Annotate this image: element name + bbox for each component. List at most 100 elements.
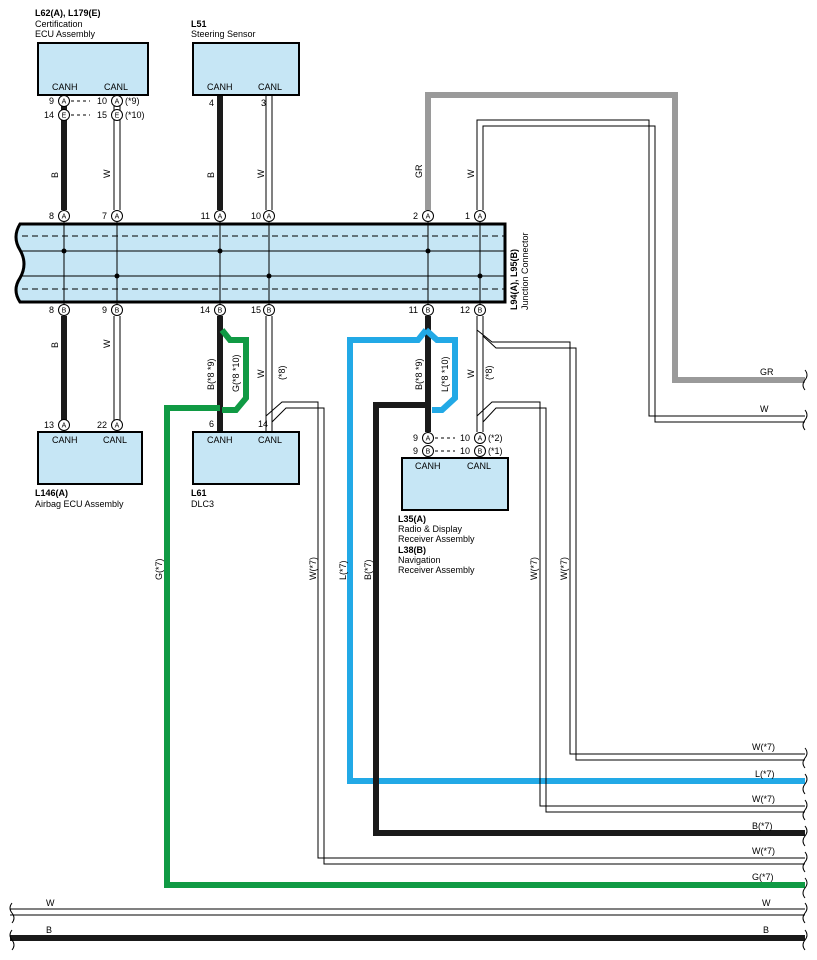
svg-text:G(*7): G(*7) — [752, 872, 774, 882]
svg-text:15: 15 — [251, 305, 261, 315]
svg-text:9: 9 — [49, 96, 54, 106]
svg-text:B: B — [62, 308, 67, 315]
svg-text:B: B — [426, 308, 431, 315]
svg-text:A: A — [478, 214, 483, 221]
svg-text:15: 15 — [97, 110, 107, 120]
svg-text:B: B — [218, 308, 223, 315]
svg-text:B: B — [115, 308, 120, 315]
svg-text:4: 4 — [209, 98, 214, 108]
svg-text:W: W — [466, 369, 476, 378]
svg-text:W(*7): W(*7) — [529, 557, 539, 580]
svg-text:W: W — [102, 339, 112, 348]
svg-text:A: A — [62, 423, 67, 430]
wire-black-b7 — [373, 402, 805, 836]
airbag-ecu-box: CANH CANL — [37, 431, 143, 485]
wire-w-top — [476, 119, 805, 423]
svg-text:(*8): (*8) — [484, 365, 494, 380]
svg-text:14: 14 — [44, 110, 54, 120]
cert-line1: Certification — [35, 19, 83, 29]
svg-text:CANL: CANL — [103, 435, 127, 445]
svg-text:B(*7): B(*7) — [752, 821, 773, 831]
dlc3-code: L61 — [191, 488, 207, 498]
svg-text:B: B — [206, 172, 216, 178]
svg-text:CANL: CANL — [258, 435, 282, 445]
svg-text:CANH: CANH — [415, 461, 441, 471]
wire-blue-jumper — [423, 327, 458, 413]
pin-markers: A A E E A A A A A A B B B B B B A A A A … — [58, 95, 486, 457]
svg-text:A: A — [62, 99, 67, 106]
svg-text:B: B — [267, 308, 272, 315]
svg-text:A: A — [115, 214, 120, 221]
dlc3-box: CANH CANL — [192, 431, 300, 485]
radio-code2: L38(B) — [398, 545, 426, 555]
svg-text:CANH: CANH — [52, 435, 78, 445]
svg-text:L(*7): L(*7) — [755, 769, 775, 779]
wire-blue-l7 — [347, 328, 805, 784]
svg-text:B(*7): B(*7) — [363, 559, 373, 580]
svg-text:7: 7 — [102, 211, 107, 221]
svg-text:W: W — [46, 898, 55, 908]
airbag-code: L146(A) — [35, 488, 68, 498]
svg-text:10: 10 — [251, 211, 261, 221]
steer-line1: Steering Sensor — [191, 29, 256, 39]
svg-text:A: A — [426, 436, 431, 443]
svg-text:L(*7): L(*7) — [338, 560, 348, 580]
svg-text:B: B — [426, 449, 431, 456]
svg-text:W: W — [256, 369, 266, 378]
svg-text:W: W — [102, 169, 112, 178]
cert-ecu-box: CANH CANL — [37, 42, 149, 96]
svg-text:B(*8 *9): B(*8 *9) — [206, 358, 216, 390]
steering-sensor-box: CANH CANL — [192, 42, 300, 96]
svg-text:B: B — [46, 925, 52, 935]
svg-text:G(*8 *10): G(*8 *10) — [231, 354, 241, 392]
svg-text:6: 6 — [209, 419, 214, 429]
svg-text:B: B — [763, 925, 769, 935]
svg-text:A: A — [426, 214, 431, 221]
cert-line2: ECU Assembly — [35, 29, 96, 39]
junction-name: Junction Connector — [520, 232, 530, 310]
steer-code: L51 — [191, 19, 207, 29]
svg-text:(*1): (*1) — [488, 446, 503, 456]
svg-text:CANH: CANH — [52, 82, 78, 92]
svg-text:1: 1 — [465, 211, 470, 221]
svg-text:E: E — [115, 113, 120, 120]
dlc3-line1: DLC3 — [191, 499, 214, 509]
svg-text:2: 2 — [413, 211, 418, 221]
svg-text:(*2): (*2) — [488, 433, 503, 443]
svg-text:A: A — [218, 214, 223, 221]
svg-text:13: 13 — [44, 420, 54, 430]
svg-text:W: W — [762, 898, 771, 908]
cert-code: L62(A), L179(E) — [35, 8, 101, 18]
svg-text:CANL: CANL — [258, 82, 282, 92]
svg-text:A: A — [115, 423, 120, 430]
svg-text:10: 10 — [97, 96, 107, 106]
svg-text:14: 14 — [258, 419, 268, 429]
svg-text:W(*7): W(*7) — [752, 742, 775, 752]
svg-text:B: B — [50, 342, 60, 348]
break-marks-left — [9, 902, 15, 951]
radio-line3: Navigation — [398, 555, 441, 565]
svg-text:14: 14 — [200, 305, 210, 315]
svg-text:A: A — [115, 99, 120, 106]
svg-text:(*8): (*8) — [277, 365, 287, 380]
wire-gr — [425, 92, 805, 383]
svg-text:B: B — [478, 308, 483, 315]
svg-text:W: W — [760, 404, 769, 414]
wire-w7-dlc — [265, 401, 805, 865]
svg-text:9: 9 — [413, 433, 418, 443]
svg-text:B: B — [50, 172, 60, 178]
wire-dlc-canl — [265, 316, 273, 432]
svg-text:B(*8 *9): B(*8 *9) — [414, 358, 424, 390]
radio-line4: Receiver Assembly — [398, 565, 475, 575]
svg-text:W(*7): W(*7) — [559, 557, 569, 580]
wire-w7-radio-upper — [476, 329, 805, 761]
svg-text:W(*7): W(*7) — [752, 794, 775, 804]
wire-dlc-green-jumper — [219, 328, 249, 413]
svg-text:GR: GR — [414, 164, 424, 178]
svg-text:10: 10 — [460, 446, 470, 456]
airbag-line1: Airbag ECU Assembly — [35, 499, 124, 509]
svg-text:G(*7): G(*7) — [154, 558, 164, 580]
svg-text:11: 11 — [409, 305, 418, 315]
svg-text:L(*8 *10): L(*8 *10) — [440, 356, 450, 392]
